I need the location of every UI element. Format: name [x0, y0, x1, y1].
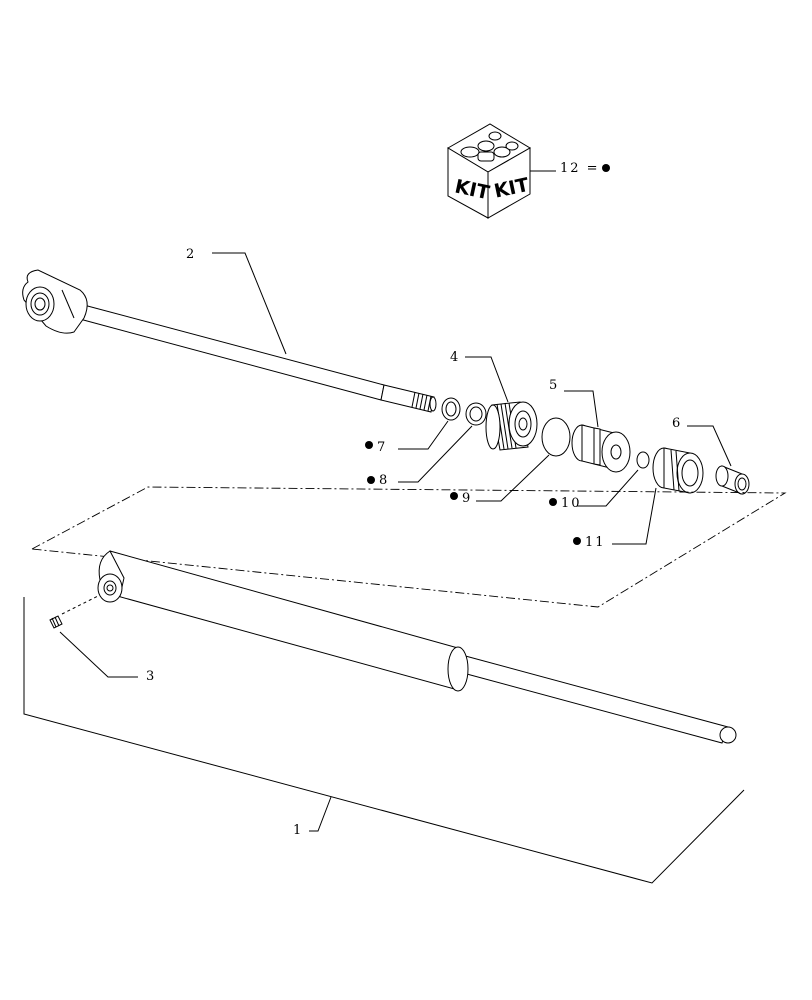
callout-8: 8 — [379, 473, 389, 488]
callout-2: 2 — [186, 247, 196, 262]
callout-7: 7 — [377, 440, 387, 455]
callout-3: 3 — [146, 669, 156, 684]
kit-dot-marker-11 — [573, 537, 581, 545]
o-ring-9 — [541, 417, 571, 457]
rod-thread-lines — [411, 391, 432, 412]
ring-10 — [636, 451, 650, 469]
kit-dot-marker-10 — [549, 498, 557, 506]
kit-dot-marker-7 — [365, 441, 373, 449]
callout-9: 9 — [462, 491, 472, 506]
callout-11: 11 — [585, 535, 606, 550]
assembly-bracket — [23, 597, 745, 884]
piston-rod-2 — [22, 269, 437, 413]
bushing-6 — [715, 465, 750, 495]
kit-dot-marker-8 — [367, 476, 375, 484]
grease-fitting-3 — [49, 615, 63, 629]
kit-contents-icon — [460, 131, 519, 162]
callout-12: 12 = — [560, 161, 600, 176]
washer-8 — [465, 402, 487, 426]
callout-1: 1 — [293, 823, 303, 838]
gland-5 — [571, 424, 631, 473]
callout-5: 5 — [549, 378, 559, 393]
callout-6: 6 — [672, 416, 682, 431]
kit-dot-marker-12 — [602, 164, 610, 172]
kit-dot-marker-9 — [450, 492, 458, 500]
callout-10: 10 — [561, 496, 582, 511]
washer-7 — [441, 397, 461, 421]
piston-4 — [485, 401, 538, 451]
seal-11 — [652, 447, 704, 494]
kit-box-icon: KIT KIT — [447, 123, 531, 219]
phantom-boundary-line — [31, 486, 787, 608]
cylinder-assembly-1 — [97, 550, 737, 744]
callout-4: 4 — [450, 350, 460, 365]
